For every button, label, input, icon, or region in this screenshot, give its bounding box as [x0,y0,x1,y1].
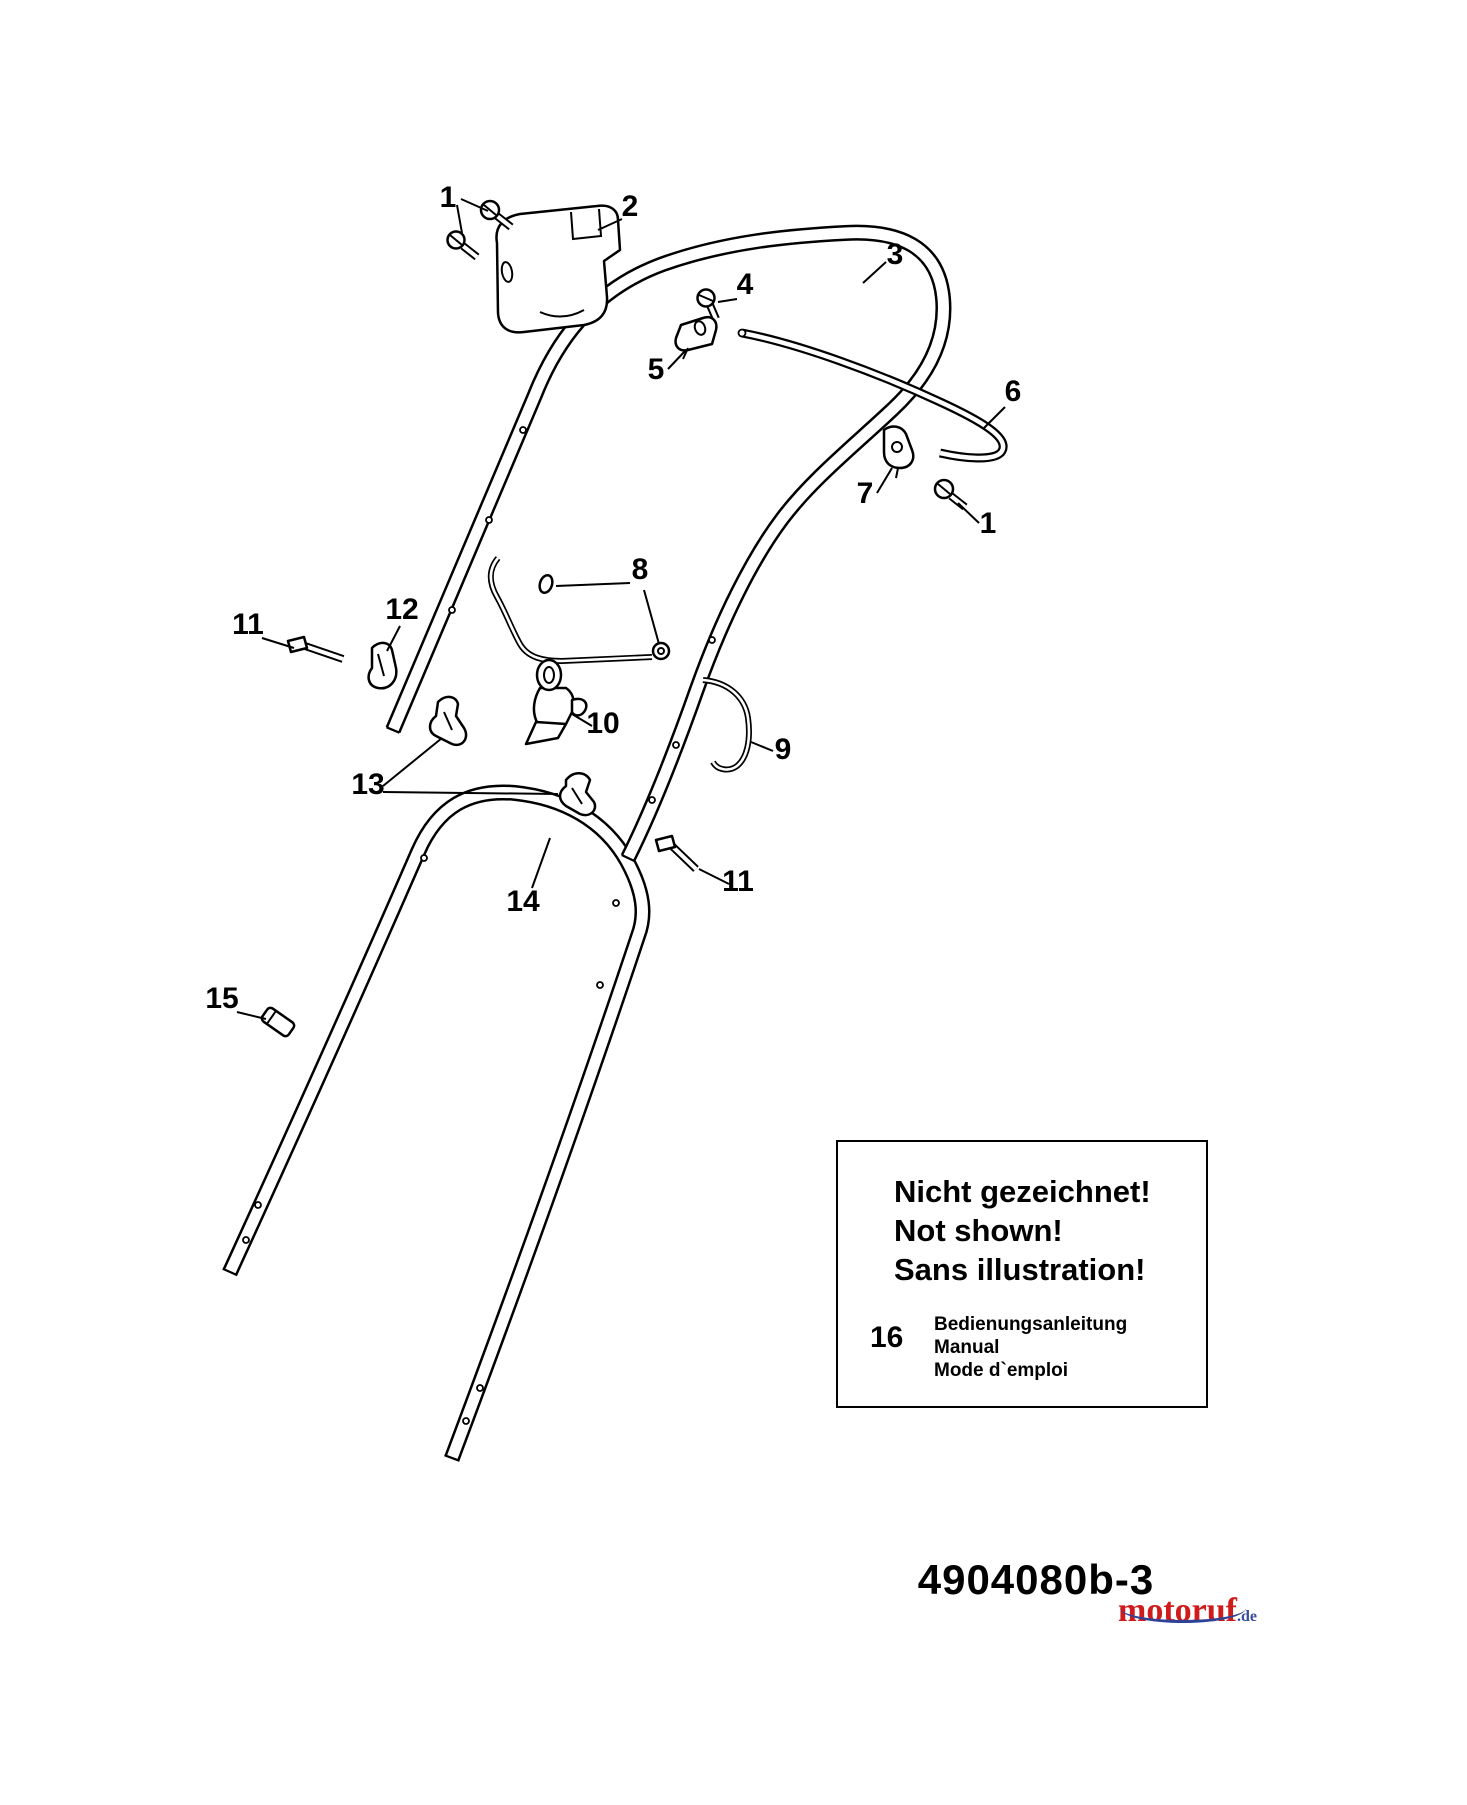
screw-pair-top [446,199,514,261]
item-description-en: Manual [934,1337,1000,1358]
item-number: 16 [870,1321,904,1354]
wire-eyelet [538,573,554,595]
not-shown-titles: Nicht gezeichnet! Not shown! Sans illust… [894,1172,1206,1289]
callout-4: 4 [737,268,754,301]
not-shown-title-de: Nicht gezeichnet! [894,1174,1151,1209]
callout-3: 3 [887,238,904,271]
motoruf-logo[interactable]: motoruf.de [1118,1592,1268,1634]
clamp-lever-upper [428,695,468,747]
screw-4 [696,288,720,321]
callout-leader-lines [236,198,1006,1020]
wire-nut [651,641,671,661]
callout-13: 13 [351,768,384,801]
callout-2: 2 [622,190,639,223]
tube-holes [242,426,716,1425]
callout-8: 8 [632,553,649,586]
cable-bracket [524,658,588,746]
latch-lever [367,641,398,690]
guide-wire [487,556,671,665]
carriage-bolt-left [286,635,345,663]
control-cable [737,328,1008,463]
cable-clamp [882,425,915,479]
spacer-sleeve [260,1006,296,1038]
callout-11: 11 [232,608,264,641]
callout-7: 7 [857,477,874,510]
logo-swoosh [1120,1608,1246,1623]
lower-handle-tube [222,784,651,1462]
upper-handle-tube [385,224,952,862]
callout-11b: 11 [722,865,754,898]
callout-15: 15 [205,982,238,1015]
callout-5: 5 [648,353,665,386]
not-shown-title-en: Not shown! [894,1213,1063,1248]
clamp-lever-lower [558,772,597,817]
callout-9: 9 [775,733,792,766]
drawing-number: 4904080b-3 [917,1556,1155,1603]
not-shown-item-row: 16 Bedienungsanleitung Manual Mode d`emp… [870,1313,1206,1382]
carriage-bolt-right [654,834,699,872]
item-description: Bedienungsanleitung Manual Mode d`emploi [934,1313,1127,1382]
not-shown-title-fr: Sans illustration! [894,1252,1146,1287]
callout-1: 1 [440,181,457,214]
callout-14: 14 [506,885,540,918]
callout-10: 10 [586,707,619,740]
callout-1b: 1 [980,507,997,540]
screw-right [933,478,968,511]
cable-clip [674,316,718,360]
guide-rod [702,677,752,773]
not-shown-box: Nicht gezeichnet! Not shown! Sans illust… [836,1140,1208,1408]
callout-6: 6 [1005,375,1022,408]
switch-housing [495,204,622,334]
item-description-de: Bedienungsanleitung [934,1314,1128,1335]
callout-12: 12 [385,593,418,626]
callout-numbers: 1 2 3 4 5 6 7 1 8 12 11 10 9 13 14 11 15 [205,181,1021,1015]
item-description-fr: Mode d`emploi [934,1360,1069,1381]
